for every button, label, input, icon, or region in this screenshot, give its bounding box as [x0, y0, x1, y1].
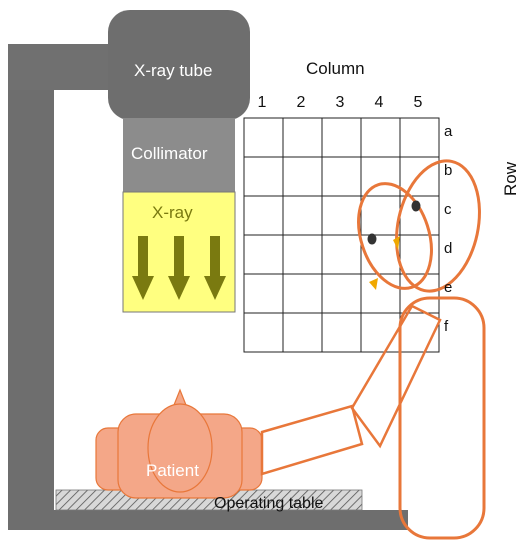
- grid-cell-a4: [360, 117, 401, 158]
- grid-cell-c2: [282, 195, 323, 236]
- grid-cell-c3: [321, 195, 362, 236]
- grid-cell-c5: [399, 195, 440, 236]
- collimator-label: Collimator: [131, 144, 208, 163]
- column-number-2: 2: [296, 94, 306, 111]
- frame-vertical-column: [8, 44, 54, 530]
- patient-label: Patient: [146, 461, 199, 480]
- row-letter-a: a: [444, 123, 453, 140]
- xray-arrow-icon: [168, 236, 190, 300]
- grid-cell-d5: [399, 234, 440, 275]
- column-number-5: 5: [413, 94, 423, 111]
- grid-cell-a2: [282, 117, 323, 158]
- eye-icon: [367, 233, 377, 245]
- grid-cell-d1: [243, 234, 284, 275]
- grid-cell-f4: [360, 312, 401, 353]
- operator-upper-arm: [350, 304, 442, 449]
- row-letter-b: b: [444, 162, 453, 179]
- grid-cell-a3: [321, 117, 362, 158]
- frame-top-arm: [8, 44, 112, 90]
- frame-bottom-base: [8, 510, 408, 530]
- grid-cell-c4: [360, 195, 401, 236]
- eye-icon: [411, 200, 421, 212]
- grid-cell-b4: [360, 156, 401, 197]
- grid-cell-b1: [243, 156, 284, 197]
- xray-tube-label: X-ray tube: [134, 61, 213, 80]
- grid-cell-c1: [243, 195, 284, 236]
- xray-arrow-icon: [204, 236, 226, 300]
- column-number-3: 3: [335, 94, 345, 111]
- grid-cell-b2: [282, 156, 323, 197]
- nose-icon: [369, 278, 378, 290]
- operator-body: [398, 296, 486, 540]
- column-label: Column: [306, 59, 365, 78]
- operating-table-label: Operating table: [214, 495, 324, 512]
- operator-head-side: [395, 159, 481, 293]
- xray-arrow-icon: [132, 236, 154, 300]
- grid-cell-d3: [321, 234, 362, 275]
- operator-figure: [260, 159, 486, 540]
- row-letter-e: e: [444, 279, 453, 296]
- collimator: [123, 118, 235, 192]
- grid-cell-a5: [399, 117, 440, 158]
- xray-label: X-ray: [152, 203, 193, 222]
- position-grid: [243, 117, 440, 353]
- nose-icon: [393, 236, 400, 250]
- patient-figure: [95, 388, 263, 499]
- grid-cell-d2: [282, 234, 323, 275]
- row-label: Row: [501, 161, 520, 196]
- row-letter-c: c: [444, 201, 452, 218]
- grid-cell-f3: [321, 312, 362, 353]
- row-letter-f: f: [444, 318, 449, 335]
- grid-cell-a1: [243, 117, 284, 158]
- grid-cell-f1: [243, 312, 284, 353]
- grid-cell-b3: [321, 156, 362, 197]
- operator-forearm: [260, 404, 364, 476]
- column-number-1: 1: [257, 94, 267, 111]
- grid-cell-f2: [282, 312, 323, 353]
- column-number-4: 4: [374, 94, 384, 111]
- grid-cell-e4: [360, 273, 401, 314]
- grid-cell-e5: [399, 273, 440, 314]
- row-letter-d: d: [444, 240, 453, 257]
- grid-cell-e1: [243, 273, 284, 314]
- operator-head-front: [357, 182, 433, 290]
- grid-cell-e3: [321, 273, 362, 314]
- xray-tube: [108, 10, 250, 120]
- grid-cell-e2: [282, 273, 323, 314]
